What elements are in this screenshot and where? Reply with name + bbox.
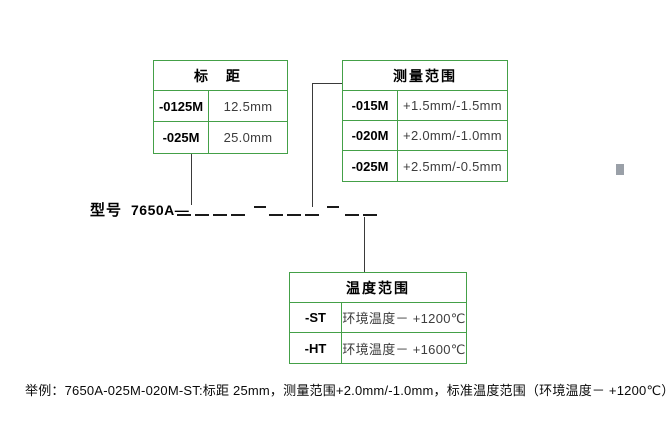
model-code-cell: -ST bbox=[290, 303, 342, 332]
selection-handle bbox=[616, 164, 624, 175]
table-row: -HT 环境温度－ +1600℃ bbox=[290, 333, 466, 363]
table-row: -020M +2.0mm/-1.0mm bbox=[343, 121, 507, 151]
table-row: -ST 环境温度－ +1200℃ bbox=[290, 303, 466, 333]
blank-dash bbox=[177, 214, 191, 216]
blank-dash bbox=[305, 214, 319, 216]
value-cell: 环境温度－ +1200℃ bbox=[342, 311, 466, 326]
table-row: -015M +1.5mm/-1.5mm bbox=[343, 91, 507, 121]
blank-dash bbox=[345, 214, 359, 216]
blank-dash bbox=[269, 214, 283, 216]
model-code-cell: -0125M bbox=[154, 91, 209, 121]
measurement-range-table-title: 测量范围 bbox=[343, 61, 507, 91]
gauge-length-table-title: 标 距 bbox=[154, 61, 287, 91]
model-code-cell: -025M bbox=[343, 151, 398, 181]
value-cell: +2.5mm/-0.5mm bbox=[403, 158, 502, 174]
model-code-cell: -015M bbox=[343, 91, 398, 120]
temperature-range-table-title: 温度范围 bbox=[290, 273, 466, 303]
table-row: -025M 25.0mm bbox=[154, 122, 287, 153]
gauge-length-table: 标 距 -0125M 12.5mm -025M 25.0mm bbox=[153, 60, 288, 154]
connector-line-gauge-vertical bbox=[191, 154, 192, 205]
blank-dash bbox=[231, 214, 245, 216]
blank-dash bbox=[213, 214, 227, 216]
model-code-cell: -HT bbox=[290, 333, 342, 363]
blank-dash bbox=[363, 214, 377, 216]
value-cell: +2.0mm/-1.0mm bbox=[403, 128, 502, 143]
separator-dash bbox=[327, 206, 339, 208]
connector-line-range-horizontal bbox=[312, 83, 342, 84]
value-cell: 环境温度－ +1600℃ bbox=[342, 341, 466, 357]
value-cell: +1.5mm/-1.5mm bbox=[403, 98, 502, 113]
table-row: -0125M 12.5mm bbox=[154, 91, 287, 122]
blank-dash bbox=[195, 214, 209, 216]
blank-dash bbox=[287, 214, 301, 216]
separator-dash bbox=[254, 206, 266, 208]
model-code-cell: -020M bbox=[343, 121, 398, 150]
value-cell: 25.0mm bbox=[223, 130, 273, 145]
model-prefix: 7650A— bbox=[131, 201, 190, 218]
model-code-cell: -025M bbox=[154, 122, 209, 153]
example-caption: 举例：7650A-025M-020M-ST:标距 25mm，测量范围+2.0mm… bbox=[25, 383, 666, 398]
measurement-range-table: 测量范围 -015M +1.5mm/-1.5mm -020M +2.0mm/-1… bbox=[342, 60, 508, 182]
model-line: 型号 7650A— bbox=[90, 199, 189, 220]
table-row: -025M +2.5mm/-0.5mm bbox=[343, 151, 507, 181]
value-cell: 12.5mm bbox=[223, 98, 273, 114]
model-label: 型号 bbox=[90, 202, 123, 219]
connector-line-temperature-vertical bbox=[364, 217, 365, 272]
temperature-range-table: 温度范围 -ST 环境温度－ +1200℃ -HT 环境温度－ +1600℃ bbox=[289, 272, 467, 364]
connector-line-range-vertical bbox=[312, 83, 313, 207]
